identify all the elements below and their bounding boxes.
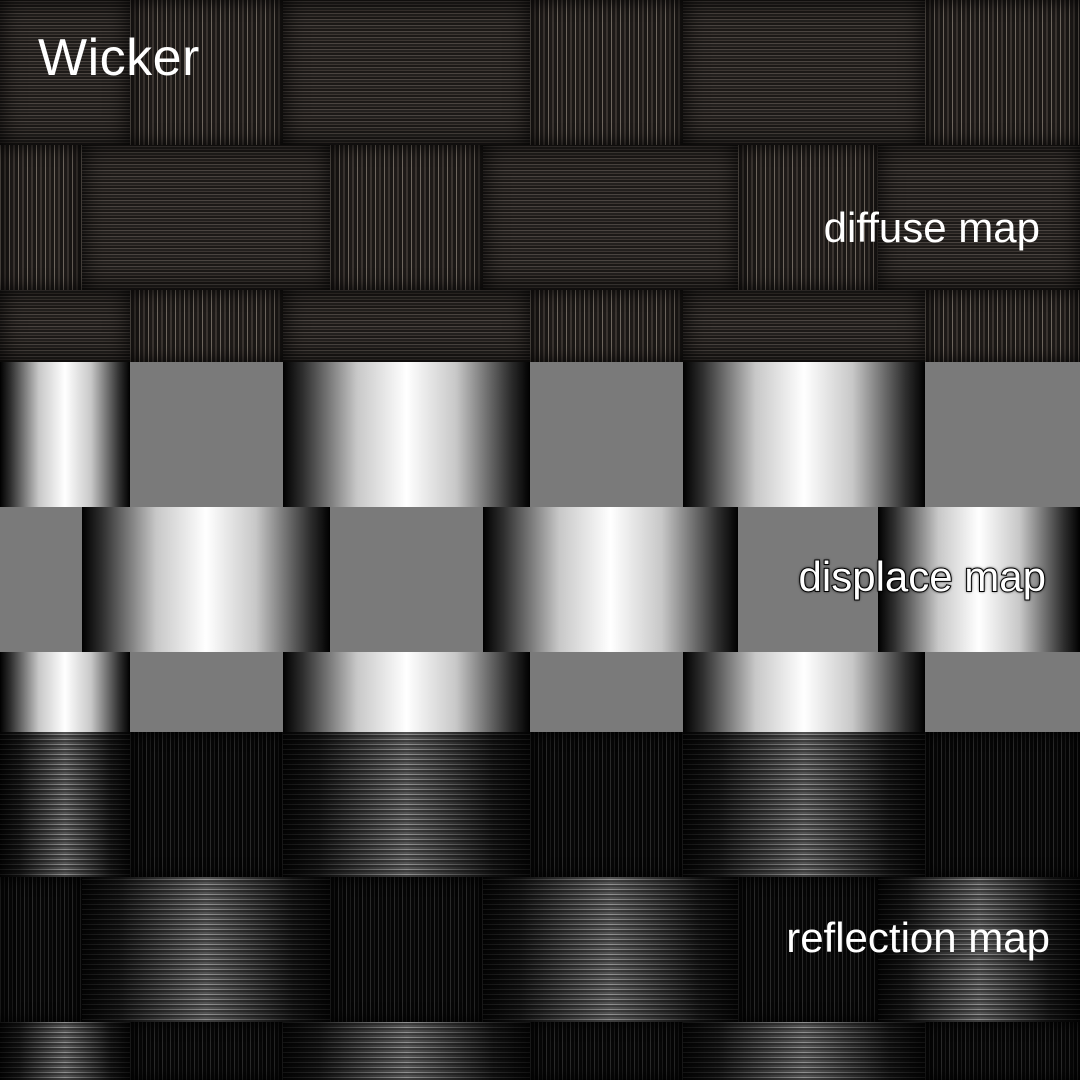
weave-tile xyxy=(283,1022,530,1080)
weave-tile xyxy=(683,0,925,145)
weave-tile xyxy=(0,0,130,145)
weave-tile xyxy=(878,877,1080,1022)
weave-tile xyxy=(878,507,1080,652)
weave-tile xyxy=(0,652,130,732)
weave-tile xyxy=(530,732,683,877)
weave-tile xyxy=(0,362,130,507)
weave-tile xyxy=(330,507,483,652)
weave-tile xyxy=(283,290,530,362)
weave-tile xyxy=(683,732,925,877)
weave-tile xyxy=(683,290,925,362)
weave-tile xyxy=(483,507,738,652)
title-label: Wicker xyxy=(38,29,200,87)
weave-tile xyxy=(925,0,1080,145)
weave-tile xyxy=(82,877,330,1022)
weave-tile xyxy=(925,732,1080,877)
weave-tile xyxy=(0,877,82,1022)
weave-tile xyxy=(130,362,283,507)
reflection-map-label: reflection map xyxy=(786,914,1050,961)
weave-tile xyxy=(925,362,1080,507)
displace-map-panel xyxy=(0,362,1080,732)
weave-tile xyxy=(0,1022,130,1080)
weave-tile xyxy=(530,0,683,145)
weave-tile xyxy=(738,507,878,652)
weave-tile xyxy=(925,1022,1080,1080)
weave-tile xyxy=(130,0,283,145)
weave-tile xyxy=(0,145,82,290)
weave-tile xyxy=(738,145,878,290)
reflection-map-panel xyxy=(0,732,1080,1080)
weave-tile xyxy=(530,652,683,732)
weave-tile xyxy=(283,732,530,877)
weave-tile xyxy=(483,145,738,290)
weave-tile xyxy=(925,652,1080,732)
weave-tile xyxy=(330,877,483,1022)
weave-tile xyxy=(130,1022,283,1080)
weave-tile xyxy=(738,877,878,1022)
weave-tile xyxy=(0,290,130,362)
weave-tile xyxy=(130,652,283,732)
weave-tile xyxy=(82,507,330,652)
weave-tile xyxy=(283,362,530,507)
weave-tile xyxy=(878,145,1080,290)
weave-tile xyxy=(330,145,483,290)
weave-tile xyxy=(0,507,82,652)
weave-tile xyxy=(530,362,683,507)
weave-tile xyxy=(683,1022,925,1080)
weave-tile xyxy=(530,1022,683,1080)
weave-tile xyxy=(0,732,130,877)
weave-tile xyxy=(683,362,925,507)
weave-tile xyxy=(283,652,530,732)
weave-tile xyxy=(130,732,283,877)
weave-tile xyxy=(82,145,330,290)
diffuse-map-label: diffuse map xyxy=(823,204,1040,251)
weave-tile xyxy=(283,0,530,145)
weave-tile xyxy=(483,877,738,1022)
weave-tile xyxy=(530,290,683,362)
weave-tile xyxy=(683,652,925,732)
displace-map-label: displace map xyxy=(798,552,1047,601)
weave-tile xyxy=(925,290,1080,362)
diffuse-map-panel xyxy=(0,0,1080,362)
weave-tile xyxy=(130,290,283,362)
